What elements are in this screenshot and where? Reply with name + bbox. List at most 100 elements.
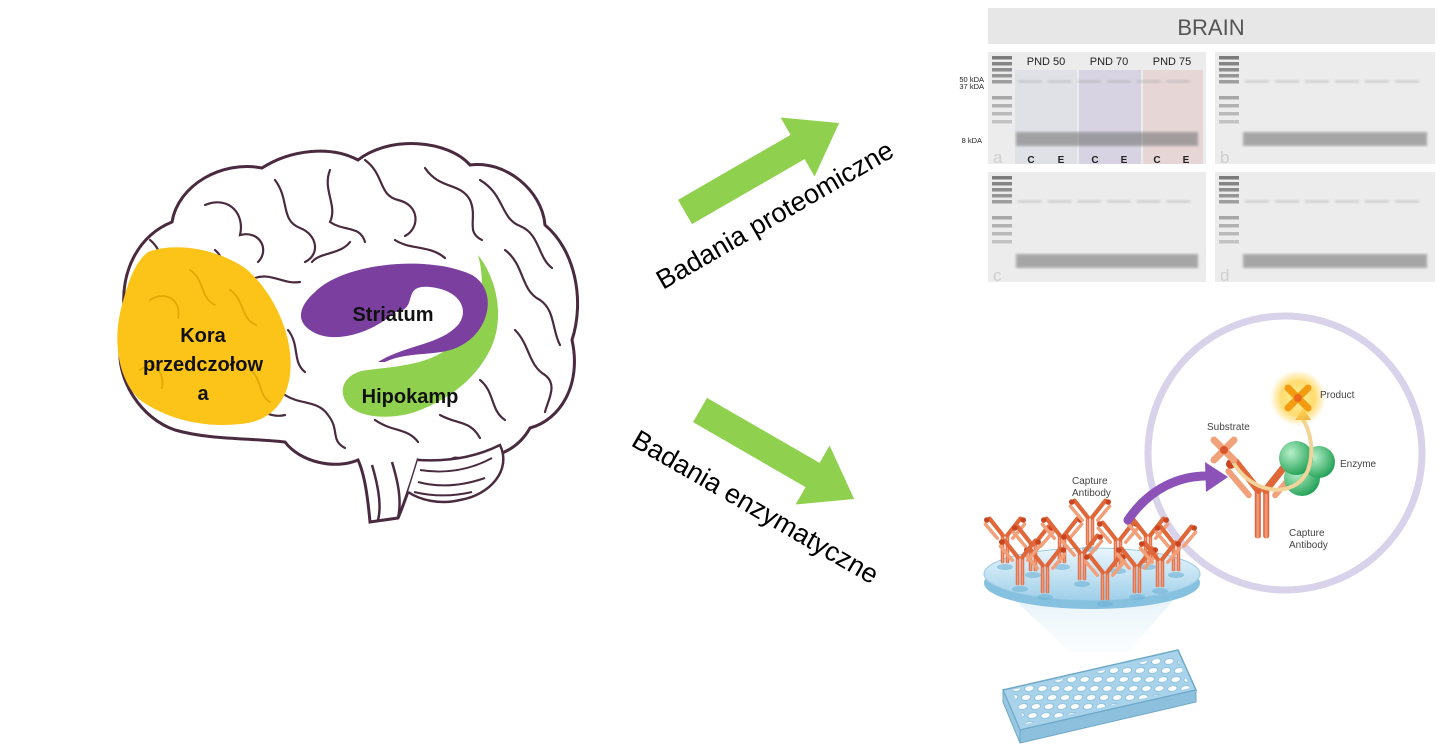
- ladder-band: [1219, 96, 1239, 100]
- protein-band-high: [1018, 80, 1042, 83]
- antibody-icon: [1068, 498, 1112, 546]
- protein-band-8kda: [1016, 254, 1198, 268]
- arrow-enzymatic: [693, 397, 855, 505]
- striatum-region: [300, 263, 488, 362]
- protein-band-high: [1077, 80, 1101, 83]
- blot-bands: [992, 56, 1427, 268]
- ladder-band: [992, 194, 1012, 198]
- ladder-band: [992, 56, 1012, 60]
- lane-label-5: C: [1153, 155, 1160, 166]
- protein-band-high: [1395, 200, 1419, 203]
- microplate: [1001, 649, 1198, 744]
- protein-band-high: [1077, 200, 1101, 203]
- brain-illustration: Kora przedczołow a Striatum Hipokamp: [117, 142, 579, 524]
- ladder-band: [1219, 68, 1239, 72]
- protein-band-high: [1365, 200, 1389, 203]
- cerebellum-folds: [413, 457, 493, 497]
- ladder-band: [992, 216, 1012, 220]
- group-shade-pnd75: [1143, 70, 1203, 164]
- marker-label-50kda: 50 kDA: [959, 75, 984, 84]
- capture-label-line1: Capture: [1289, 528, 1325, 539]
- protein-band-high: [1245, 200, 1269, 203]
- prefrontal-gyri: [139, 269, 271, 403]
- ladder-band: [992, 188, 1012, 192]
- brain-gyri: [148, 158, 562, 450]
- ladder-band: [1219, 120, 1239, 124]
- antibody-icon: [1060, 533, 1104, 581]
- cerebellum: [407, 443, 505, 504]
- ladder-band: [992, 182, 1012, 186]
- lane-label-3: C: [1091, 155, 1098, 166]
- ladder-band: [1219, 200, 1239, 204]
- lane-label-2: E: [1058, 155, 1065, 166]
- ladder-band: [1219, 188, 1239, 192]
- arrow-proteomic: [678, 117, 840, 225]
- marker-label-8kda: 8 kDA: [962, 136, 982, 145]
- enzyme-label: Enzyme: [1340, 459, 1377, 470]
- protein-band-high: [1018, 200, 1042, 203]
- ladder-band: [1219, 104, 1239, 108]
- panel-letter-a: a: [993, 148, 1003, 167]
- group-label-pnd70: PND 70: [1090, 56, 1129, 68]
- protein-band-high: [1166, 200, 1190, 203]
- brainstem: [370, 461, 401, 521]
- ladder-band: [1219, 232, 1239, 236]
- ladder-band: [1219, 112, 1239, 116]
- prefrontal-cortex-region: [117, 247, 291, 425]
- protein-band-8kda: [1016, 132, 1198, 146]
- antibody-icon: [1154, 524, 1198, 572]
- prefrontal-label-line2: przedczołow: [143, 354, 263, 376]
- panel-letter-c: c: [993, 266, 1002, 285]
- group-label-pnd50: PND 50: [1027, 56, 1066, 68]
- blot-title: BRAIN: [1177, 15, 1244, 40]
- lane-label-6: E: [1183, 155, 1190, 166]
- protein-band-high: [1107, 200, 1131, 203]
- ladder-band: [992, 62, 1012, 66]
- group-shade-pnd70: [1079, 70, 1141, 164]
- prefrontal-label-line3: a: [197, 383, 209, 405]
- ladder-band: [992, 232, 1012, 236]
- protein-band-high: [1107, 80, 1131, 83]
- lane-label-1: C: [1027, 155, 1034, 166]
- disk-capture-label-line1: Capture: [1072, 476, 1108, 487]
- ladder-band: [992, 176, 1012, 180]
- panel-letter-d: d: [1220, 266, 1229, 285]
- ladder-band: [992, 74, 1012, 78]
- protein-band-high: [1166, 80, 1190, 83]
- protein-band-high: [1047, 200, 1072, 203]
- ladder-band: [1219, 194, 1239, 198]
- elisa-illustration: Product Substrate Enzyme Capture Antibod…: [983, 312, 1426, 744]
- protein-band-8kda: [1243, 254, 1427, 268]
- reaction-arrow: [1230, 416, 1314, 492]
- ladder-band: [992, 96, 1012, 100]
- blot-title-bar: [988, 8, 1435, 44]
- ladder-band: [992, 120, 1012, 124]
- ladder-band: [1219, 176, 1239, 180]
- panel-letter-b: b: [1220, 148, 1229, 167]
- prefrontal-label-line1: Kora: [180, 325, 226, 347]
- antibody-icon: [1138, 540, 1182, 588]
- antibody-icon: [1083, 553, 1127, 601]
- ladder-band: [1219, 74, 1239, 78]
- protein-band-high: [1275, 80, 1299, 83]
- western-blot-figure: BRAIN PND 50 PND 70 PND 75 50 kDA 37 kDA…: [959, 8, 1435, 285]
- protein-band-8kda: [1243, 132, 1427, 146]
- protein-band-high: [1335, 200, 1359, 203]
- capture-label-line2: Antibody: [1289, 540, 1328, 551]
- ladder-band: [992, 240, 1012, 244]
- protein-band-high: [1136, 200, 1161, 203]
- marker-label-37kda: 37 kDA: [959, 82, 984, 91]
- blot-panel-b-bg: [1215, 52, 1435, 164]
- ladder-band: [1219, 240, 1239, 244]
- protein-band-high: [1305, 80, 1329, 83]
- protein-band-high: [1275, 200, 1299, 203]
- protein-band-high: [1136, 80, 1161, 83]
- protein-band-high: [1365, 80, 1389, 83]
- ladder-band: [992, 68, 1012, 72]
- group-label-pnd75: PND 75: [1153, 56, 1192, 68]
- ladder-band: [992, 80, 1012, 84]
- ladder-band: [992, 224, 1012, 228]
- substrate-label: Substrate: [1207, 422, 1250, 433]
- striatum-inner-highlight: [408, 291, 455, 330]
